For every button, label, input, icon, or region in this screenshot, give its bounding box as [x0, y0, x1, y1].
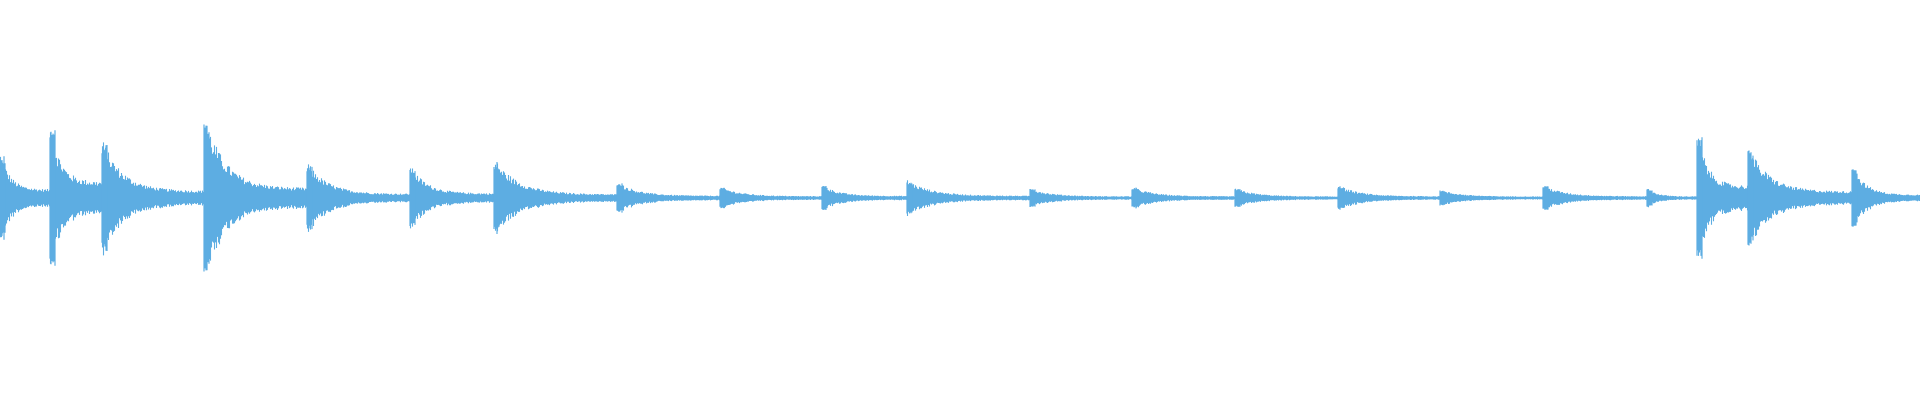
onset-transient-10: [906, 182, 913, 214]
onset-transient-1: [49, 130, 56, 266]
onset-transient-16: [1542, 186, 1549, 210]
onset-transient-0: [0, 156, 6, 240]
onset-transient-6: [493, 162, 500, 234]
onset-transient-5: [409, 170, 416, 226]
onset-transient-11: [1029, 189, 1036, 207]
onset-transient-2: [101, 145, 108, 251]
onset-transient-7: [616, 183, 623, 213]
onset-transient-4: [306, 166, 313, 230]
onset-transient-17: [1646, 189, 1653, 207]
onset-transient-15: [1439, 190, 1446, 206]
waveform-bars: [0, 124, 1920, 272]
onset-transient-18: [1696, 137, 1703, 259]
onset-transient-3: [203, 124, 210, 272]
onset-transient-13: [1234, 189, 1241, 207]
onset-transient-8: [719, 187, 726, 209]
onset-transient-14: [1337, 186, 1344, 210]
onset-transient-9: [821, 186, 828, 210]
onset-transient-12: [1131, 187, 1138, 209]
onset-transient-20: [1851, 169, 1858, 227]
onset-transient-19: [1747, 150, 1754, 246]
